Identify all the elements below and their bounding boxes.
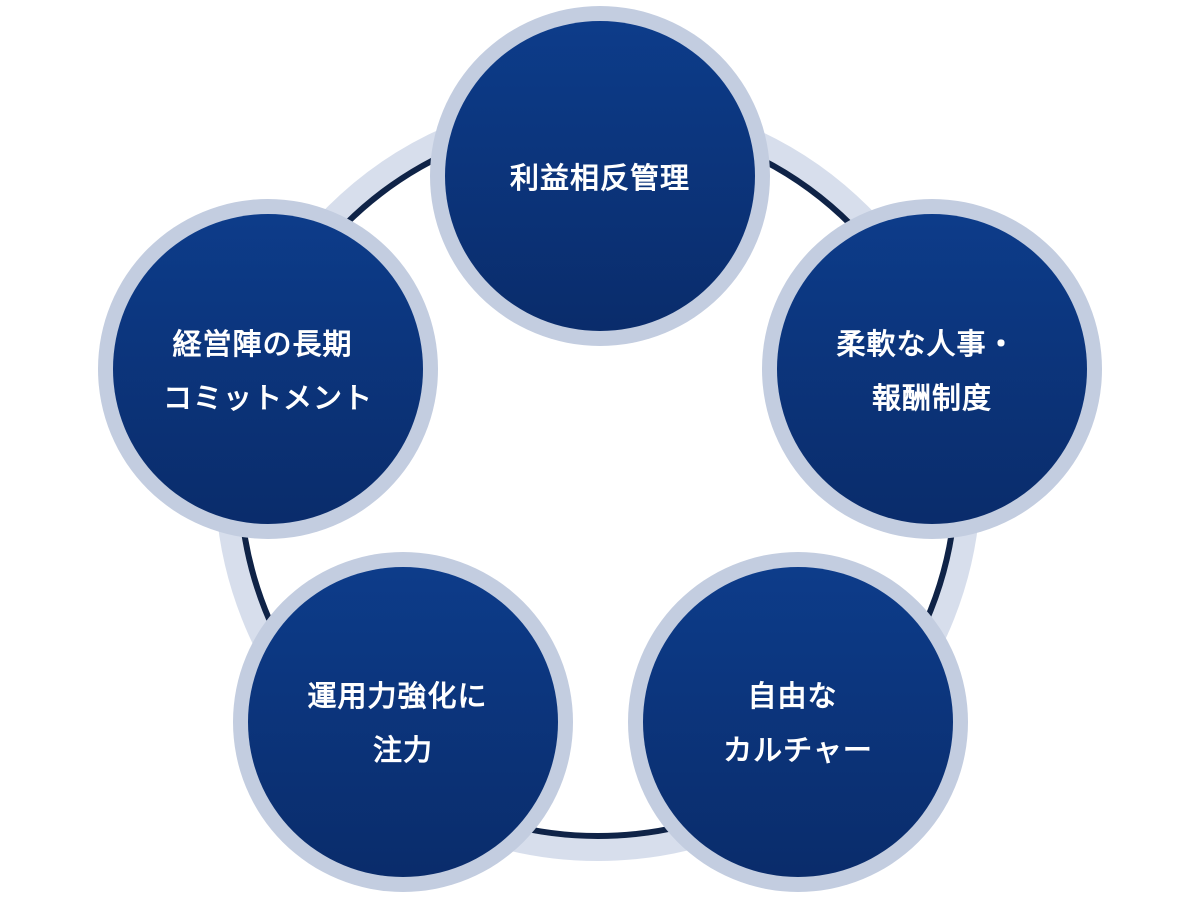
node-conflict-of-interest: 利益相反管理: [430, 6, 770, 346]
node-circle: [643, 567, 953, 877]
node-label: 経営陣の長期 コミットメント: [163, 327, 373, 415]
node-free-culture: 自由な カルチャー: [628, 552, 968, 892]
node-circle: [113, 214, 423, 524]
node-operations-focus: 運用力強化に 注力: [233, 552, 573, 892]
node-label: 柔軟な人事・ 報酬制度: [836, 327, 1027, 415]
node-label: 利益相反管理: [510, 161, 690, 195]
node-circle: [777, 214, 1087, 524]
node-flexible-hr: 柔軟な人事・ 報酬制度: [762, 199, 1102, 539]
node-label: 自由な カルチャー: [723, 679, 873, 767]
node-management-commitment: 経営陣の長期 コミットメント: [98, 199, 438, 539]
node-label: 運用力強化に 注力: [307, 679, 498, 767]
node-circle: [248, 567, 558, 877]
node-circle: [445, 21, 755, 331]
